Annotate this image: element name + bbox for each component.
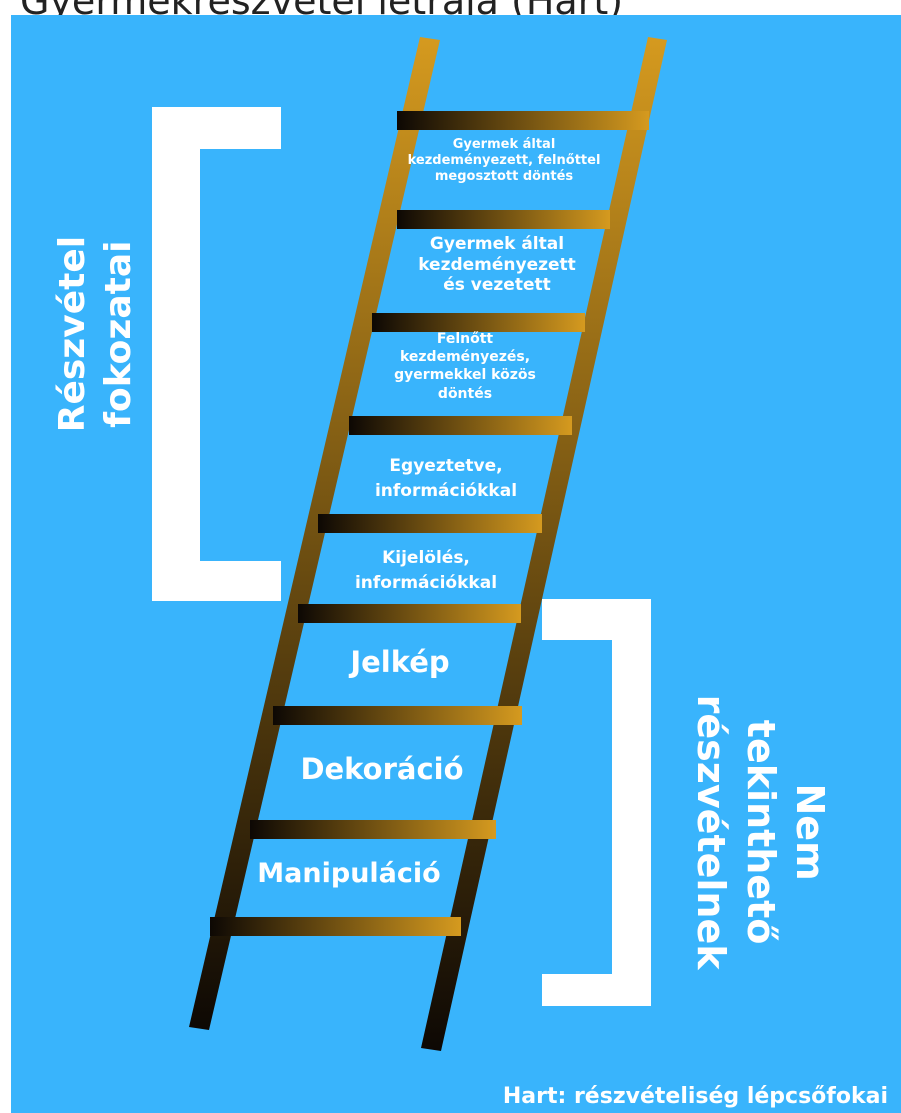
step-label: Manipuláció (257, 858, 441, 889)
ladder-rung (397, 111, 649, 130)
step-label: Gyermek által kezdeményezett és vezetett (418, 234, 576, 296)
right-bracket (542, 599, 651, 1006)
ladder-rail-right (421, 37, 667, 1051)
ladder-rail-left (189, 37, 440, 1030)
step-label: Kijelölés, információkkal (354, 548, 498, 593)
left-bracket (152, 107, 281, 601)
ladder-rung (250, 820, 496, 839)
ladder-rung (210, 917, 461, 936)
source-caption: Hart: részvételiség lépcsőfokai (502, 1084, 888, 1109)
ladder-rung (349, 416, 572, 435)
ladder-rung (318, 514, 542, 533)
step-label: Felnőtt kezdeményezés, gyermekkel közös … (394, 331, 536, 402)
step-label: Dekoráció (300, 752, 464, 786)
non-participation-label: Nem tekinthető részvételnek (689, 694, 833, 970)
ladder-rung (372, 313, 585, 332)
ladder-rung (298, 604, 521, 623)
ladder-rung (273, 706, 522, 725)
step-label: Jelkép (350, 645, 450, 679)
step-label: Gyermek által kezdeményezett, felnőttel … (407, 137, 601, 184)
ladder-rung (397, 210, 610, 229)
step-label: Egyeztetve, információkkal (374, 456, 518, 501)
participation-levels-label: Részvétel fokozatai (51, 235, 139, 433)
